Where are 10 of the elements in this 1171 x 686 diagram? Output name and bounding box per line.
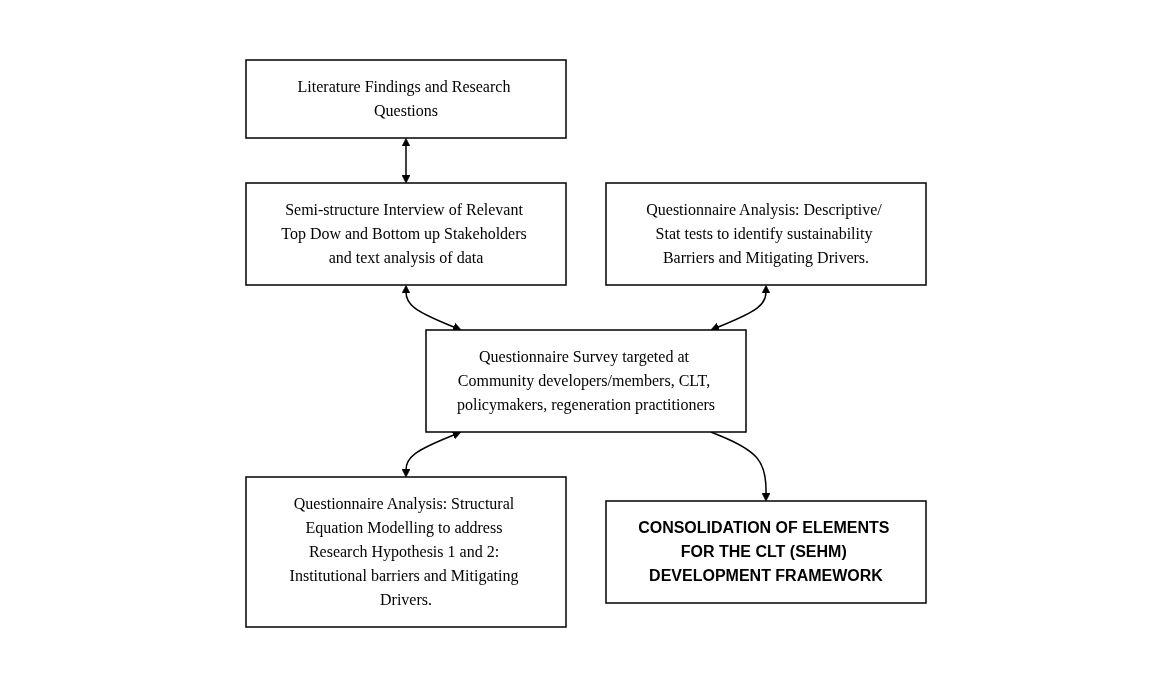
- node-box: CONSOLIDATION OF ELEMENTS FOR THE CLT (SEHM) DEVELOPMENT FRAMEWORK: [604, 499, 927, 604]
- arrow: [401, 430, 461, 477]
- node-box: Semi-structure Interview of Relevant Top Dow and Bottom up Stakeholders and text analysis of data: [244, 181, 567, 286]
- arrow: [401, 284, 461, 331]
- node-box: Questionnaire Analysis: Structural Equation Modelling to address Research Hypothesis 1 and 2: Institutional barriers and Mitigating Drivers.: [244, 475, 567, 628]
- arrow: [710, 284, 770, 331]
- node-box: Literature Findings and Research Questions: [244, 58, 567, 139]
- node-box: Questionnaire Survey targeted at Community developers/members, CLT, policymakers, regeneration practitioners: [424, 328, 747, 433]
- node-box: Questionnaire Analysis: Descriptive/ Stat tests to identify sustainability Barriers and Mitigating Drivers.: [604, 181, 927, 286]
- arrow: [401, 137, 410, 183]
